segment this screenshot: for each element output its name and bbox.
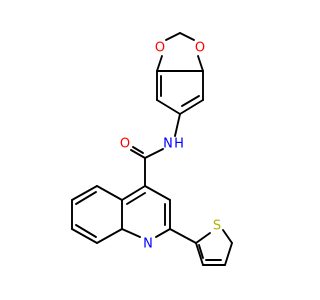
oxygen-atom-label: O (195, 41, 205, 56)
atom-labels: O O N H O N S (120, 41, 221, 252)
bond (71, 228, 98, 244)
bond (179, 99, 204, 115)
molecule-canvas: O O N H O N S (71, 32, 233, 266)
bond (222, 229, 233, 244)
bond (121, 228, 141, 238)
quinoline-nitrogen-label: N (143, 237, 153, 252)
amide-hydrogen-label: H (174, 137, 184, 152)
carbonyl-oxygen-label: O (120, 137, 130, 152)
bond (144, 185, 171, 201)
oxygen-atom-label: O (155, 41, 165, 56)
bond (144, 148, 164, 159)
bond (198, 244, 204, 259)
bond (169, 228, 197, 244)
molecule-structure-diagram: O O N H O N S (71, 32, 233, 266)
bond (224, 242, 233, 266)
bond (181, 95, 200, 107)
bond (195, 232, 211, 244)
bond (165, 32, 181, 41)
bond (174, 113, 181, 137)
bond (75, 224, 97, 238)
bond (132, 146, 144, 154)
bond (71, 185, 98, 201)
bond (130, 149, 146, 159)
bond-lines (71, 32, 233, 266)
bond (96, 185, 123, 201)
bond (179, 32, 195, 41)
bond (121, 185, 146, 201)
bond (156, 55, 163, 72)
bond (96, 228, 123, 244)
bond (156, 99, 181, 115)
amide-nitrogen-label: N (163, 137, 173, 152)
bond (197, 55, 204, 72)
bond (75, 191, 97, 205)
bond (155, 228, 171, 238)
bond (126, 192, 146, 205)
thiophene-sulfur-label: S (213, 219, 221, 234)
bond (195, 242, 204, 266)
